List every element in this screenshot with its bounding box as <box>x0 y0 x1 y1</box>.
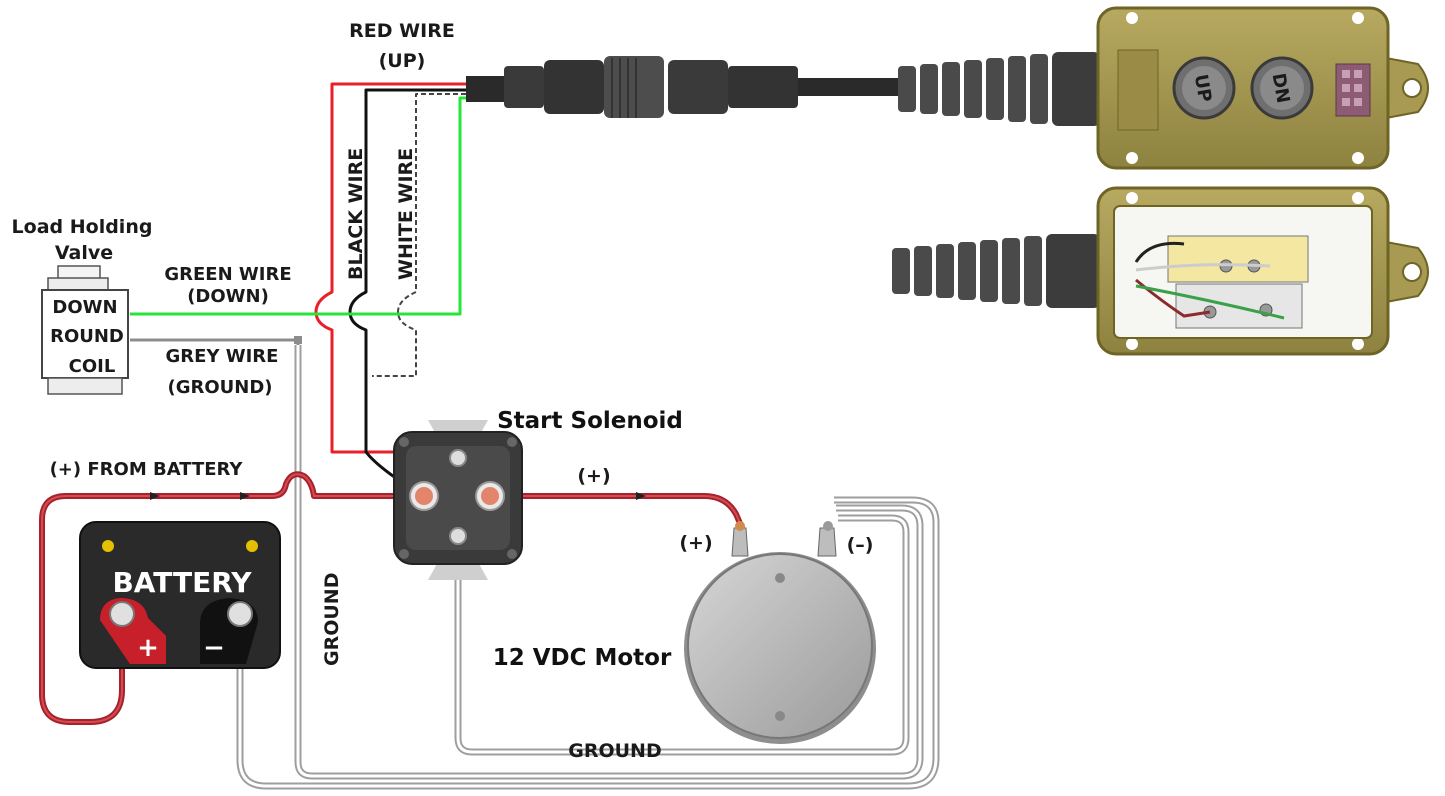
strain-relief-top <box>898 52 1100 126</box>
black-wire-label: BLACK WIRE <box>345 148 367 280</box>
ground-cables-inner <box>238 345 938 788</box>
solenoid-terminal-small-top <box>449 449 467 467</box>
motor-minus-label: (–) <box>847 534 874 556</box>
pendant-open <box>1096 186 1429 356</box>
motor-plus-label: (+) <box>679 532 712 554</box>
valve-down-label: DOWN <box>52 297 117 318</box>
red-wire <box>314 82 466 454</box>
from-battery-label: (+) FROM BATTERY <box>50 459 244 480</box>
motor-label: 12 VDC Motor <box>493 645 672 671</box>
cable-connector <box>466 56 898 118</box>
strain-relief-bottom <box>892 234 1100 308</box>
grey-wire-label: GREY WIRE <box>166 346 279 367</box>
solenoid-terminal-small-bottom <box>449 527 467 545</box>
pendant-body <box>1096 6 1390 170</box>
grey-wire <box>130 338 300 345</box>
grey-wire-junction <box>294 336 302 344</box>
dn-button-label: DN <box>1268 72 1294 105</box>
green-wire-sublabel: (DOWN) <box>187 286 269 307</box>
valve-coil-label: COIL <box>69 356 116 377</box>
battery-positive-terminal <box>109 601 135 627</box>
white-wire <box>372 93 466 377</box>
solenoid-label: Start Solenoid <box>497 408 683 434</box>
start-solenoid <box>393 420 523 580</box>
pendant-closed: UP DN <box>1096 6 1429 170</box>
motor <box>684 521 876 744</box>
red-wire-label: RED WIRE <box>349 20 455 42</box>
battery-plus-label: + <box>137 633 159 663</box>
solenoid-to-motor-cable <box>487 493 745 531</box>
red-wire-sublabel: (UP) <box>379 50 426 72</box>
grey-wire-sublabel: (GROUND) <box>167 377 272 398</box>
white-wire-label: WHITE WIRE <box>395 148 417 280</box>
battery-negative-terminal <box>227 601 253 627</box>
load-holding-valve: DOWN ROUND COIL <box>41 265 129 395</box>
green-wire <box>130 96 466 316</box>
solenoid-plus-label: (+) <box>577 465 610 487</box>
current-arrows <box>150 492 646 500</box>
ground-vertical-label: GROUND <box>321 573 343 666</box>
valve-title-line1: Load Holding <box>12 216 153 238</box>
battery: BATTERY + − <box>79 521 281 669</box>
ground-bottom-label: GROUND <box>568 740 661 762</box>
valve-round-label: ROUND <box>50 326 124 347</box>
pendant-nameplate <box>1335 63 1371 117</box>
green-wire-label: GREEN WIRE <box>164 264 291 285</box>
battery-minus-label: − <box>203 633 225 663</box>
motor-body <box>687 553 873 739</box>
battery-label: BATTERY <box>112 566 252 599</box>
black-wire <box>348 88 466 498</box>
labels: RED WIRE (UP) BLACK WIRE WHITE WIRE GREE… <box>12 20 874 762</box>
valve-title-line2: Valve <box>55 242 113 264</box>
up-button-label: UP <box>1190 73 1216 104</box>
power-cables-highlight <box>41 473 743 723</box>
